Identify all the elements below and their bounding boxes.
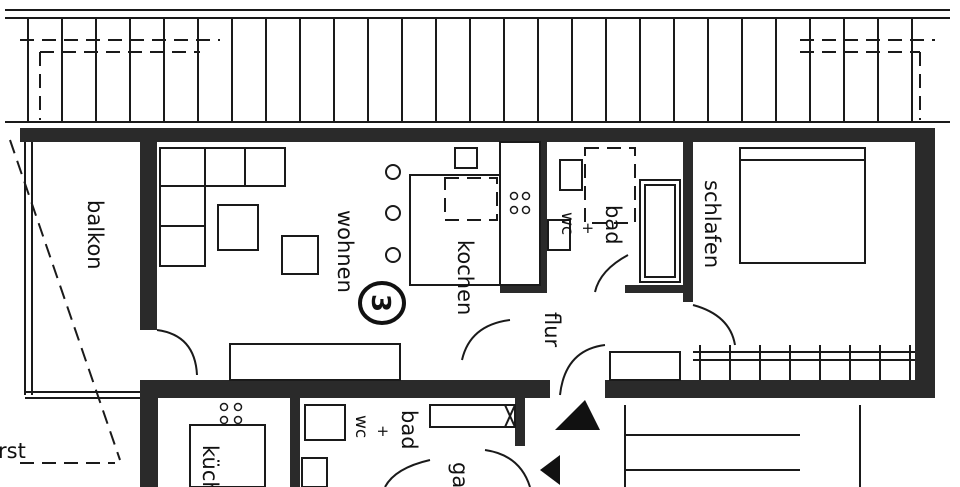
doors [156, 254, 736, 487]
roof-overhang [5, 9, 950, 123]
unit-number: 3 [365, 294, 395, 312]
label-schlafen: schlafen [700, 180, 724, 268]
furniture [159, 141, 915, 487]
unit-number-badge [358, 281, 406, 325]
label-bad-upper: bad [601, 205, 625, 245]
label-fragment: rst [0, 439, 26, 463]
walls [20, 128, 935, 487]
label-garderobe: ga [448, 462, 472, 487]
label-bad-lower: bad [397, 410, 421, 450]
label-balkon: balkon [83, 200, 107, 270]
label-wc-lower: wc [351, 415, 371, 438]
label-plus-upper: + [579, 222, 597, 235]
label-kuche: küch [198, 445, 222, 487]
label-wohnen: wohnen [333, 210, 357, 293]
label-kochen: kochen [453, 240, 477, 315]
label-wc-upper: wc [557, 212, 577, 235]
label-flur: flur [540, 312, 564, 348]
balcony-outline [9, 139, 140, 464]
room-labels: balkon wohnen kochen bad + wc flur schla… [0, 180, 724, 487]
label-plus-lower: + [374, 425, 392, 438]
